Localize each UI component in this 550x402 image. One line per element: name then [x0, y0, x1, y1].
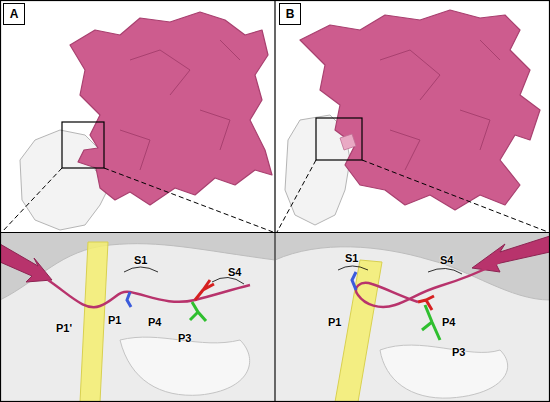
panel-letter-box: A	[3, 3, 25, 25]
pocket-arc	[338, 266, 368, 270]
surface-ground	[120, 337, 250, 395]
pocket-arc	[212, 277, 244, 284]
surface-shading	[120, 40, 240, 170]
residue-label: P1	[328, 316, 341, 329]
residue-stick-green	[422, 305, 440, 340]
zoom-line	[362, 160, 548, 232]
panel-divider	[274, 0, 275, 402]
protein-surface	[70, 12, 272, 205]
surface-shading	[380, 40, 500, 170]
residue-label: P4	[442, 316, 455, 329]
residue-label: P4	[148, 316, 161, 329]
residue-stick-blue	[127, 292, 131, 307]
residue-label: P3	[452, 346, 465, 359]
beta-ribbon	[1, 244, 52, 282]
site-label: S4	[440, 254, 453, 267]
residue-stick-blue	[352, 272, 356, 290]
zoom-box	[62, 122, 104, 168]
pocket-arc	[124, 267, 158, 272]
residue-label: P1	[108, 314, 121, 327]
panel-letter: B	[286, 7, 295, 21]
site-label: S4	[228, 266, 241, 279]
surface-ground	[1, 244, 274, 401]
zoom-line	[277, 160, 316, 232]
site-label: S1	[134, 254, 147, 267]
panel-divider	[0, 232, 550, 233]
residue-stick-green	[190, 302, 206, 321]
zoom-box	[316, 118, 362, 160]
site-label: S1	[345, 252, 358, 265]
protein-insert	[340, 134, 356, 150]
helix	[335, 260, 382, 401]
panel-letter-box: B	[279, 3, 301, 25]
pocket-arc	[428, 268, 462, 274]
zoom-line	[2, 168, 62, 232]
surface-ground	[276, 247, 549, 401]
protein-surface	[300, 10, 540, 210]
helix	[80, 242, 108, 401]
beta-ribbon	[472, 236, 549, 272]
residue-stick-red	[195, 280, 214, 300]
residue-label: P1'	[56, 322, 72, 335]
residue-label: P3	[178, 332, 191, 345]
surface-ground	[380, 345, 508, 398]
zoom-line	[104, 168, 273, 232]
peptide-loop	[48, 280, 250, 307]
panel-letter: A	[10, 7, 19, 21]
